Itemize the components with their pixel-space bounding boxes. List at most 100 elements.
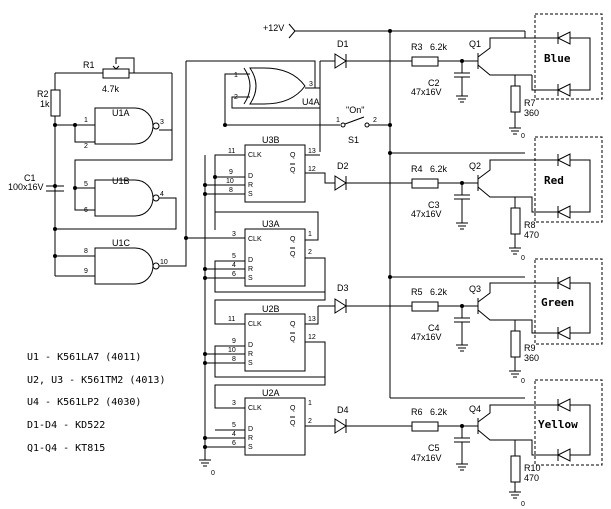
svg-text:4: 4: [232, 262, 236, 269]
svg-text:6: 6: [232, 271, 236, 278]
svg-text:D1: D1: [337, 39, 349, 49]
svg-text:Q: Q: [290, 321, 296, 328]
svg-text:R7: R7: [524, 98, 536, 108]
svg-text:47x16V: 47x16V: [411, 453, 442, 463]
svg-text:C1: C1: [24, 173, 36, 183]
svg-text:13: 13: [308, 316, 316, 323]
svg-text:0: 0: [521, 378, 525, 385]
svg-text:1: 1: [336, 117, 340, 124]
switch-s1: "On" S1 1 2: [336, 105, 390, 145]
svg-text:S: S: [248, 191, 253, 198]
svg-text:U1A: U1A: [112, 108, 130, 118]
svg-text:D2: D2: [337, 161, 349, 171]
driver-stage-blue: R3 6.2k C2 47x16V Q1 R7 360 0 Blue: [411, 13, 603, 140]
u2b-flip-flop: U2B CLK D R S Q Q 11 9 10 8 13 12: [203, 258, 326, 378]
svg-text:6.2k: 6.2k: [430, 164, 448, 174]
svg-text:0: 0: [521, 255, 525, 262]
svg-text:0: 0: [521, 133, 525, 140]
svg-text:D: D: [248, 173, 253, 180]
svg-text:10: 10: [160, 259, 168, 266]
driver-stage-yellow: R6 6.2k C5 47x16V Q4 R10 470 0 Yellow: [411, 379, 603, 508]
u1b-nand-gate: [94, 179, 154, 217]
svg-text:360: 360: [524, 353, 539, 363]
svg-text:470: 470: [524, 473, 539, 483]
svg-text:5: 5: [232, 422, 236, 429]
svg-text:R8: R8: [524, 220, 536, 230]
svg-text:R1: R1: [83, 60, 95, 70]
svg-text:U1B: U1B: [112, 176, 130, 186]
u1c-nand-gate: [94, 247, 154, 285]
svg-text:U2B: U2B: [262, 304, 280, 314]
svg-text:470: 470: [524, 230, 539, 240]
svg-text:D: D: [248, 342, 253, 349]
svg-text:Q2: Q2: [469, 161, 481, 171]
svg-text:C2: C2: [428, 78, 440, 88]
svg-text:11: 11: [228, 316, 235, 323]
svg-text:Q: Q: [290, 251, 296, 258]
svg-text:S1: S1: [348, 135, 359, 145]
svg-text:10: 10: [226, 178, 234, 185]
svg-text:R: R: [248, 351, 253, 358]
svg-text:D: D: [248, 426, 253, 433]
clock-bus: 0: [184, 60, 316, 477]
svg-text:5: 5: [232, 253, 236, 260]
color-label-green: Green: [541, 296, 574, 309]
color-label-blue: Blue: [544, 52, 571, 65]
svg-text:C5: C5: [428, 443, 440, 453]
svg-text:1: 1: [234, 72, 238, 79]
svg-text:4.7k: 4.7k: [102, 84, 120, 94]
svg-text:47x16V: 47x16V: [411, 332, 442, 342]
svg-text:CLK: CLK: [248, 321, 262, 328]
svg-text:8: 8: [84, 248, 88, 255]
svg-text:47x16V: 47x16V: [411, 209, 442, 219]
svg-text:U3B: U3B: [262, 135, 280, 145]
svg-text:C3: C3: [428, 200, 440, 210]
diodes: D1 D2 D3 D4: [315, 39, 412, 434]
svg-text:2: 2: [308, 418, 312, 425]
svg-text:6.2k: 6.2k: [430, 287, 448, 297]
svg-text:2: 2: [308, 249, 312, 256]
svg-text:3: 3: [232, 400, 236, 407]
svg-text:R3: R3: [411, 42, 423, 52]
svg-text:"On": "On": [346, 105, 364, 115]
svg-text:6.2k: 6.2k: [430, 42, 448, 52]
svg-text:2: 2: [373, 117, 377, 124]
oscillator: R1 4.7k R2 1k C1 100x16V U1A 1 2 3: [8, 57, 187, 285]
svg-text:1: 1: [308, 400, 312, 407]
legend-line: U2, U3 - K561TM2 (4013): [27, 375, 165, 386]
svg-text:6.2k: 6.2k: [430, 407, 448, 417]
legend-line: D1-D4 - KD522: [27, 420, 105, 431]
svg-text:D3: D3: [337, 283, 349, 293]
svg-text:11: 11: [228, 148, 235, 155]
svg-text:U2A: U2A: [262, 388, 280, 398]
parts-legend: U1 - K561LA7 (4011) U2, U3 - K561TM2 (40…: [27, 352, 165, 454]
driver-stage-green: R5 6.2k C4 47x16V Q3 R9 360 0 Green: [411, 258, 603, 385]
svg-text:R: R: [248, 182, 253, 189]
svg-text:D4: D4: [337, 405, 349, 415]
u4a-xor-gate: U4A 1 2 3: [223, 67, 340, 152]
svg-text:Q: Q: [290, 236, 296, 243]
svg-text:9: 9: [229, 169, 233, 176]
supply-rail: +12V: [263, 23, 526, 399]
svg-text:0: 0: [211, 470, 215, 477]
svg-text:R9: R9: [524, 343, 536, 353]
color-label-yellow: Yellow: [538, 418, 578, 431]
svg-text:C4: C4: [428, 323, 440, 333]
svg-text:47x16V: 47x16V: [411, 87, 442, 97]
svg-text:4: 4: [160, 191, 164, 198]
svg-text:R: R: [248, 435, 253, 442]
svg-text:CLK: CLK: [248, 236, 262, 243]
svg-text:2: 2: [84, 143, 88, 150]
svg-text:R6: R6: [411, 407, 423, 417]
svg-text:4: 4: [232, 431, 236, 438]
svg-text:5: 5: [84, 181, 88, 188]
svg-text:S: S: [248, 444, 253, 451]
svg-text:D: D: [248, 257, 253, 264]
svg-text:1: 1: [308, 231, 312, 238]
svg-text:0: 0: [521, 501, 525, 508]
svg-text:1: 1: [84, 117, 88, 124]
svg-text:Q: Q: [290, 152, 296, 159]
svg-text:3: 3: [160, 119, 164, 126]
color-label-red: Red: [544, 174, 564, 187]
svg-text:360: 360: [524, 108, 539, 118]
